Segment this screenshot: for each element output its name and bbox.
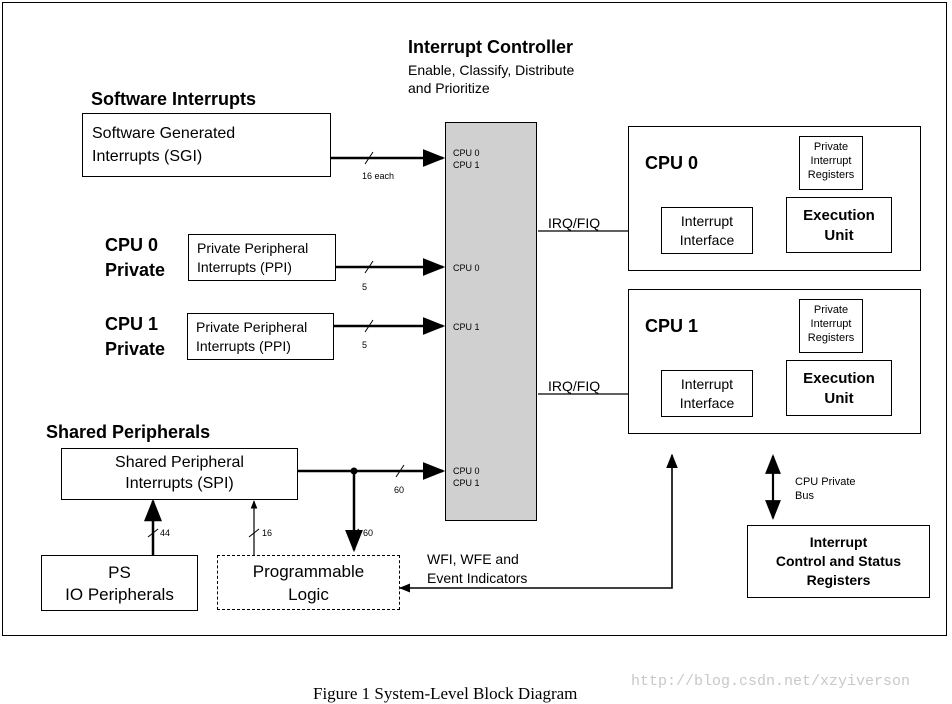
pl-bus-width: 16 [262, 528, 273, 538]
sgi-bus-width: 16 each [362, 171, 395, 181]
icsr-label-1: Interrupt [809, 534, 868, 550]
software-heading: Software Interrupts [91, 89, 257, 109]
icsr-label-3: Registers [806, 572, 871, 588]
pl-tap-width: 60 [363, 528, 374, 538]
interrupt-controller-block: CPU 0 CPU 1 CPU 0 CPU 1 CPU 0 CPU 1 [445, 122, 537, 521]
spi-bus-width: 60 [394, 485, 405, 495]
spi-label-1: Shared Peripheral [115, 454, 244, 471]
port-ppi-cpu1: CPU 1 [453, 322, 480, 332]
cpu0-irq-label: IRQ/FIQ [548, 215, 601, 231]
controller-title: Interrupt Controller [408, 37, 573, 57]
cpu0-iface-label-1: Interrupt [680, 213, 734, 229]
ppi1-box: Private Peripheral Interrupts (PPI) [187, 313, 334, 360]
cpu1-execution-unit: Execution Unit [786, 360, 892, 416]
cpu0-private-heading-1: CPU 0 [105, 235, 159, 255]
port-sgi-cpu0: CPU 0 [453, 148, 480, 158]
ppi0-label-1: Private Peripheral [197, 240, 309, 256]
pl-label-1: Programmable [252, 562, 365, 581]
cpu0-interrupt-interface: Interrupt Interface [661, 207, 753, 254]
ppi0-box: Private Peripheral Interrupts (PPI) [188, 234, 336, 281]
ppi0-bus-width: 5 [362, 282, 368, 292]
cpu1-private-heading-2: Private [105, 339, 166, 359]
cpu1-irq-label: IRQ/FIQ [548, 378, 601, 394]
ppi0-label-2: Interrupts (PPI) [197, 259, 292, 275]
shared-heading: Shared Peripherals [46, 422, 211, 442]
ps-io-bus-width: 44 [160, 528, 171, 538]
pl-label-2: Logic [288, 585, 329, 604]
cpu1-exec-label-1: Execution [803, 370, 875, 387]
figure-caption: Figure 1 System-Level Block Diagram [313, 684, 578, 703]
cpu0-title: CPU 0 [645, 153, 699, 173]
cpu1-iface-label-2: Interface [679, 395, 735, 411]
sgi-label-2: Interrupts (SGI) [92, 148, 203, 165]
port-spi-cpu1: CPU 1 [453, 478, 480, 488]
port-spi-cpu0: CPU 0 [453, 466, 480, 476]
port-ppi-cpu0: CPU 0 [453, 263, 480, 273]
sgi-label-1: Software Generated [92, 125, 236, 142]
controller-subtitle-1: Enable, Classify, Distribute [408, 62, 575, 78]
cpu0-iface-label-2: Interface [679, 232, 735, 248]
icsr-label-2: Control and Status [775, 553, 902, 569]
cpu1-private-heading-1: CPU 1 [105, 314, 159, 334]
ppi1-bus-width: 5 [362, 340, 368, 350]
spi-box: Shared Peripheral Interrupts (SPI) [61, 448, 298, 500]
diagram-frame [2, 2, 947, 636]
sgi-box: Software Generated Interrupts (SGI) [82, 113, 331, 177]
cpu0-private-heading-2: Private [105, 260, 166, 280]
watermark: http://blog.csdn.net/xzyiverson [631, 673, 911, 690]
cpu1-priv-label-1: Private [813, 304, 849, 316]
ps-io-label-1: PS [108, 563, 131, 582]
cpu0-execution-unit: Execution Unit [786, 197, 892, 253]
ppi1-label-1: Private Peripheral [196, 319, 308, 335]
cpu1-interrupt-interface: Interrupt Interface [661, 370, 753, 417]
cpu0-priv-label-3: Registers [807, 169, 855, 181]
ps-io-label-2: IO Peripherals [65, 585, 174, 604]
cpu0-exec-label-2: Unit [824, 227, 854, 244]
private-bus-label-2: Bus [795, 490, 814, 502]
cpu1-priv-label-2: Interrupt [810, 318, 852, 330]
cpu0-priv-label-2: Interrupt [810, 155, 852, 167]
cpu0-private-registers: Private Interrupt Registers [799, 136, 863, 190]
cpu1-private-registers: Private Interrupt Registers [799, 299, 863, 353]
cpu1-iface-label-1: Interrupt [680, 376, 734, 392]
cpu1-exec-label-2: Unit [824, 390, 854, 407]
controller-subtitle-2: and Prioritize [408, 80, 490, 96]
cpu1-priv-label-3: Registers [807, 332, 855, 344]
cpu1-title: CPU 1 [645, 316, 699, 336]
cpu0-exec-label-1: Execution [803, 207, 875, 224]
ps-io-box: PS IO Peripherals [41, 555, 198, 611]
ppi1-label-2: Interrupts (PPI) [196, 338, 291, 354]
wfi-loop-line [398, 453, 678, 593]
cpu1-block: CPU 1 Private Interrupt Registers Interr… [628, 289, 921, 434]
wfi-label-2: Event Indicators [427, 570, 528, 586]
spi-label-2: Interrupts (SPI) [125, 475, 234, 492]
cpu0-priv-label-1: Private [813, 141, 849, 153]
pl-box: Programmable Logic [217, 555, 400, 610]
private-bus-label-1: CPU Private [795, 476, 856, 488]
wfi-label-1: WFI, WFE and [427, 551, 519, 567]
port-sgi-cpu1: CPU 1 [453, 160, 480, 170]
icsr-block: Interrupt Control and Status Registers [747, 525, 930, 598]
cpu0-block: CPU 0 Private Interrupt Registers Interr… [628, 126, 921, 271]
